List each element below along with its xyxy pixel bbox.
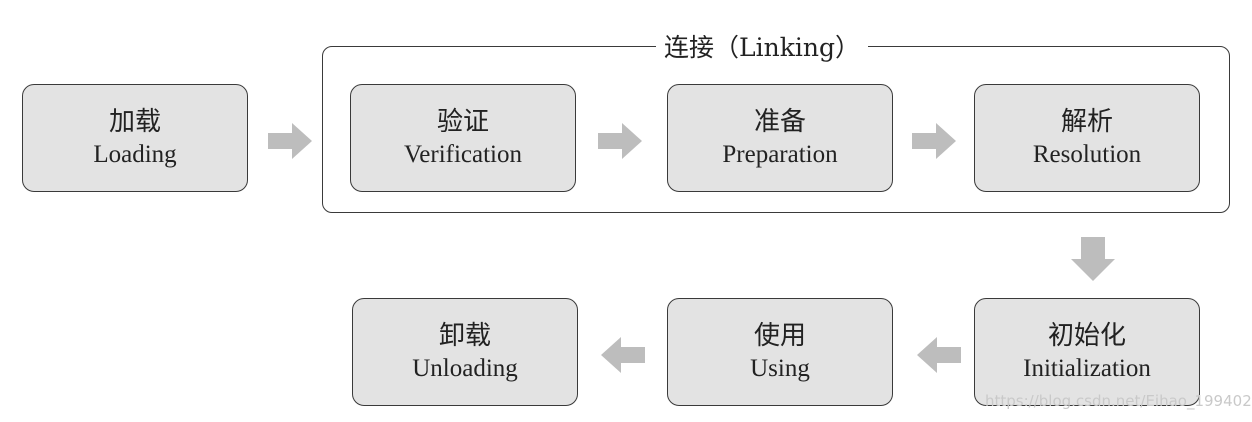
stage-preparation-en: Preparation	[722, 140, 838, 168]
stage-resolution: 解析 Resolution	[974, 84, 1200, 192]
arrow-right-icon	[912, 123, 956, 159]
stage-verification-zh: 验证	[436, 107, 489, 138]
linking-group-label: 连接（Linking）	[656, 28, 868, 64]
stage-initialization: 初始化 Initialization	[974, 298, 1200, 406]
arrow-down-icon	[1071, 237, 1115, 281]
stage-using-zh: 使用	[753, 321, 806, 352]
stage-resolution-en: Resolution	[1032, 140, 1142, 168]
stage-using: 使用 Using	[667, 298, 893, 406]
stage-loading-zh: 加载	[108, 107, 161, 138]
arrow-right-icon	[268, 123, 312, 159]
stage-unloading-en: Unloading	[412, 354, 518, 382]
stage-verification: 验证 Verification	[350, 84, 576, 192]
arrow-left-icon	[917, 337, 961, 373]
stage-initialization-en: Initialization	[1023, 354, 1151, 382]
stage-loading: 加载 Loading	[22, 84, 248, 192]
stage-preparation-zh: 准备	[753, 107, 806, 138]
watermark-text: https://blog.csdn.net/Eihao_199402	[985, 392, 1252, 410]
stage-unloading: 卸载 Unloading	[352, 298, 578, 406]
arrow-left-icon	[601, 337, 645, 373]
stage-unloading-zh: 卸载	[438, 321, 491, 352]
stage-preparation: 准备 Preparation	[667, 84, 893, 192]
stage-initialization-zh: 初始化	[1047, 321, 1126, 352]
stage-verification-en: Verification	[403, 140, 522, 168]
stage-using-en: Using	[750, 354, 810, 382]
arrow-right-icon	[598, 123, 642, 159]
stage-loading-en: Loading	[93, 140, 177, 168]
stage-resolution-zh: 解析	[1060, 107, 1113, 138]
